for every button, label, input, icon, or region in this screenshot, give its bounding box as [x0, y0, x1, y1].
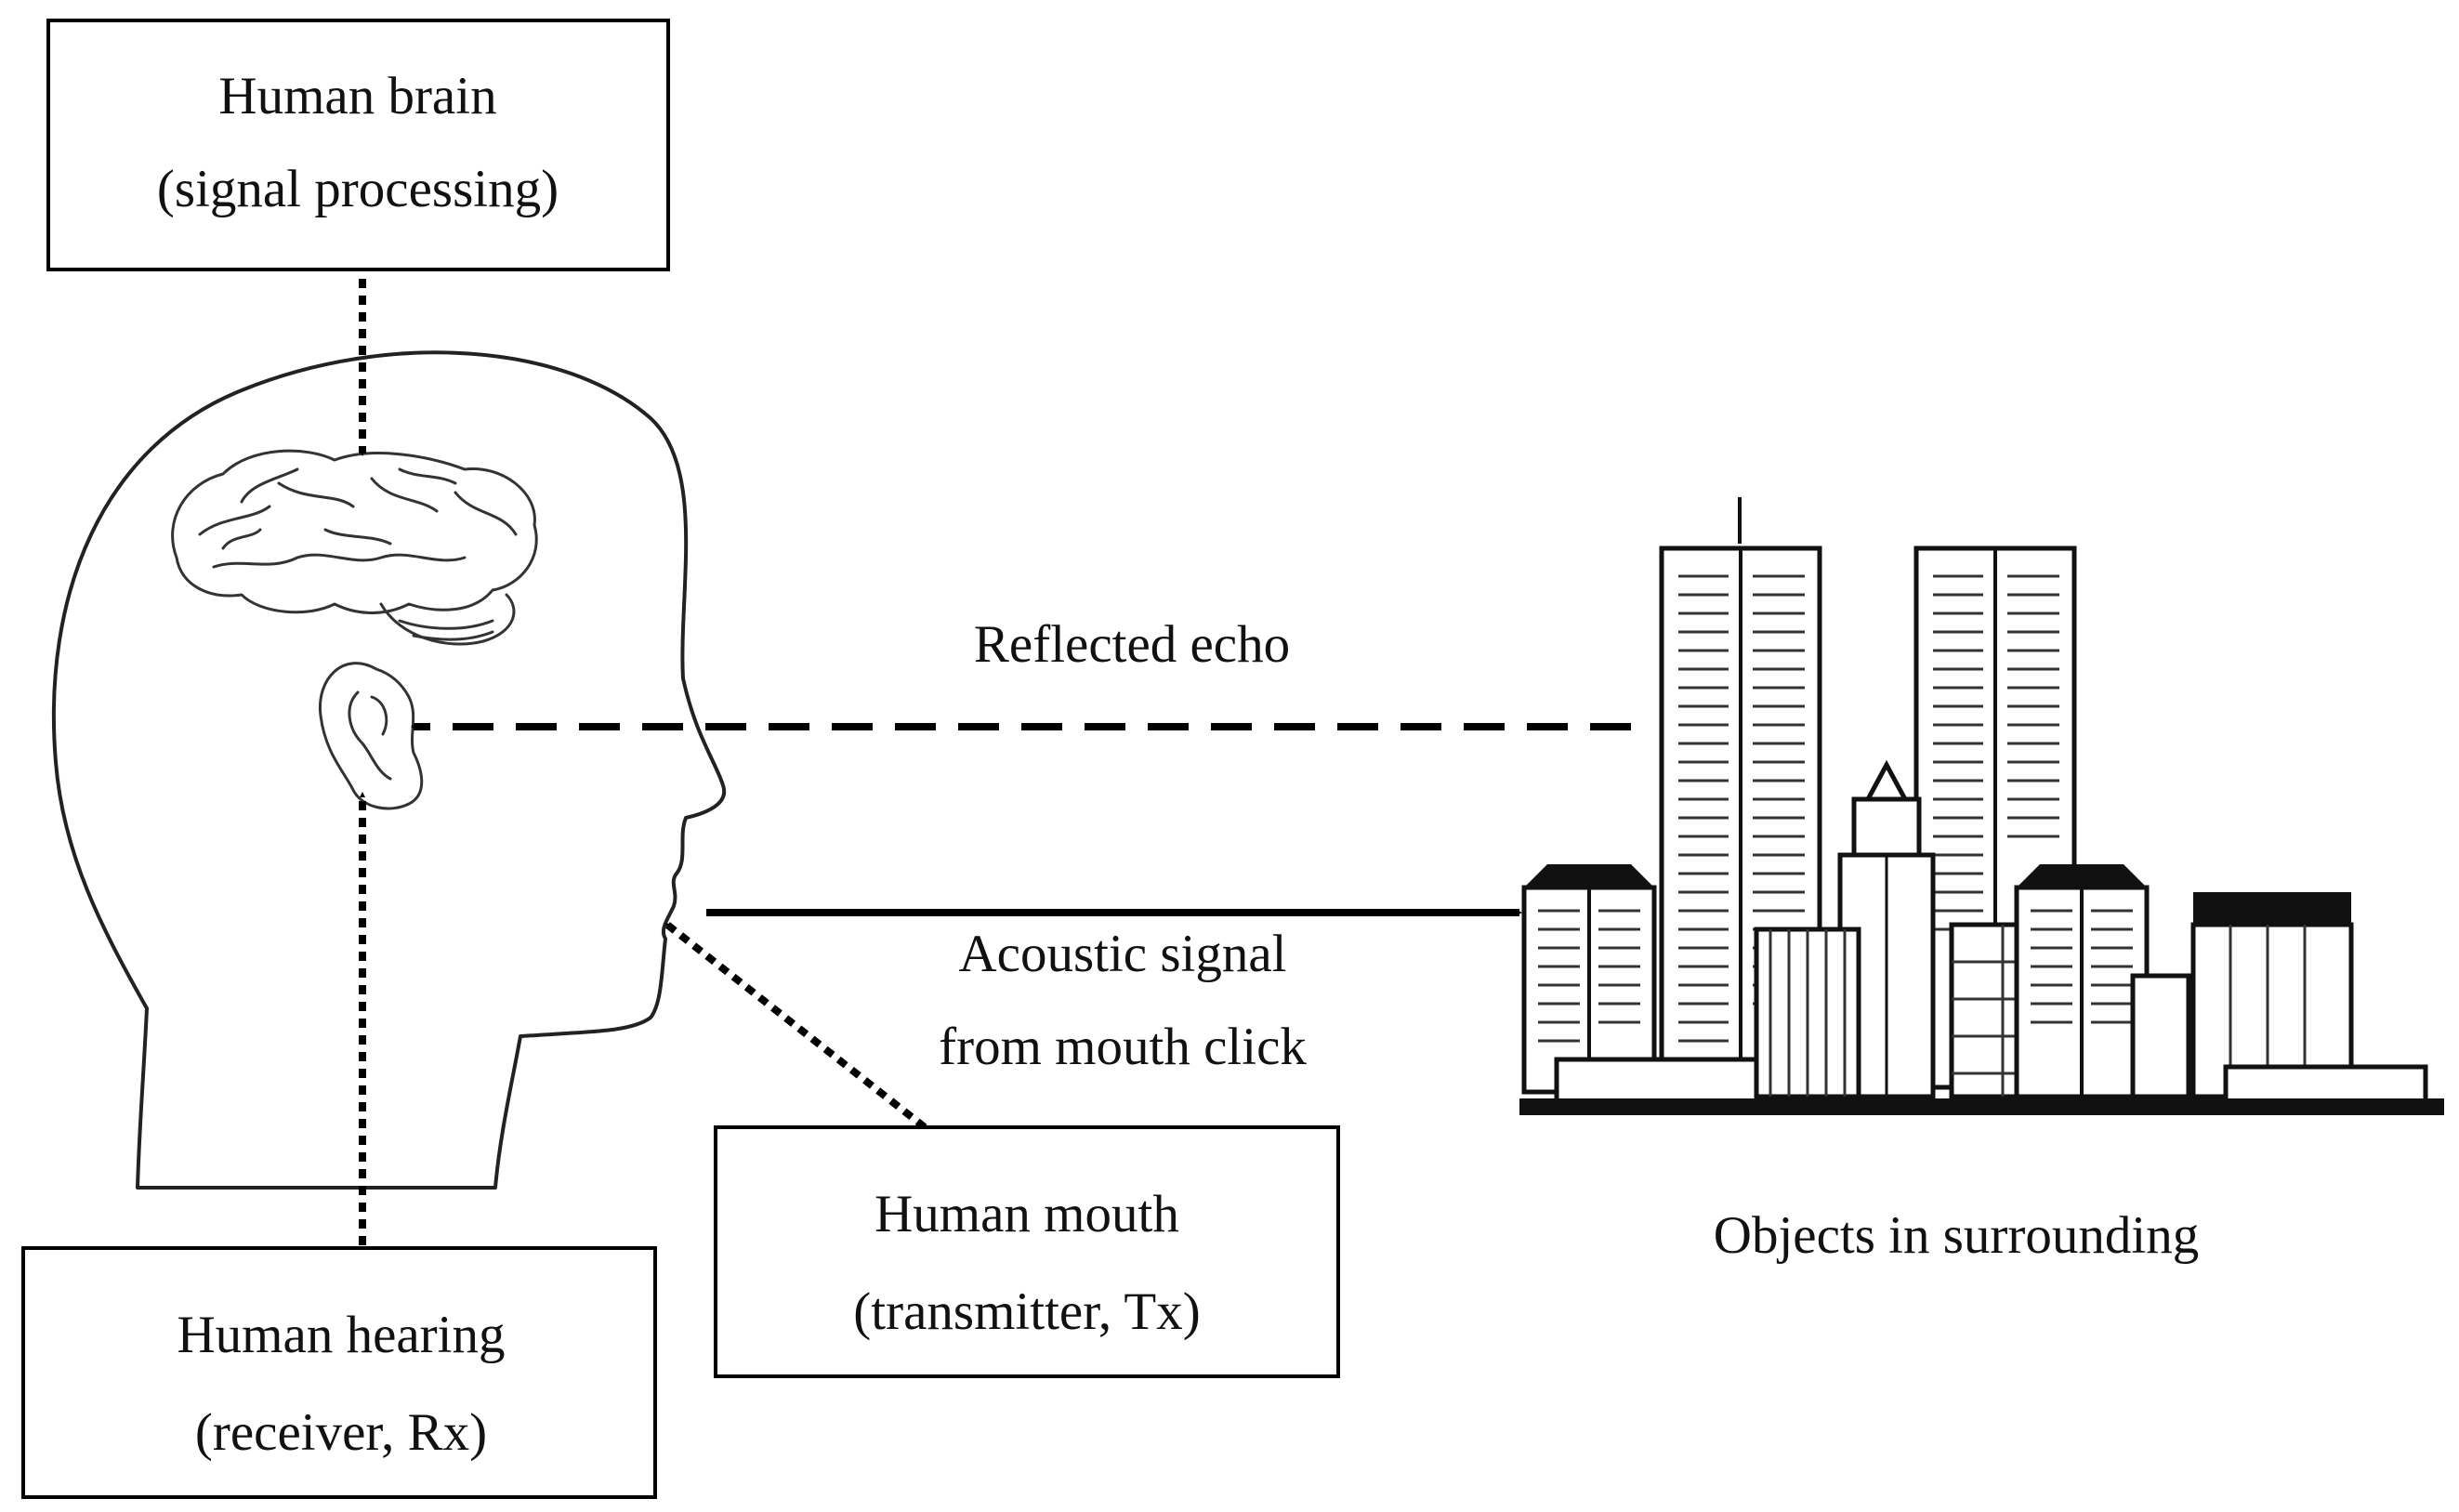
head-outline	[51, 350, 727, 1190]
mouth-box-title: Human mouth	[874, 1185, 1179, 1243]
ear-icon	[318, 662, 424, 810]
brain-box-title: Human brain	[218, 67, 496, 125]
building-right-medium	[2014, 864, 2150, 1099]
mouth-box-subtitle: (transmitter, Tx)	[853, 1282, 1200, 1341]
acoustic-signal-label-line1: Acoustic signal	[958, 925, 1286, 983]
brain-box-subtitle: (signal processing)	[157, 160, 559, 218]
hearing-box-subtitle: (receiver, Rx)	[195, 1403, 487, 1462]
hearing-box: Human hearing (receiver, Rx)	[21, 1246, 657, 1499]
objects-label: Objects in surrounding	[1714, 1206, 2199, 1265]
building-small	[2130, 973, 2191, 1099]
hearing-box-title: Human hearing	[178, 1306, 506, 1364]
building-low-left	[1554, 1057, 1759, 1104]
buildings-illustration	[1519, 497, 2444, 1115]
mouth-to-lips-arrow	[664, 921, 927, 1131]
acoustic-signal-label-line2: from mouth click	[939, 1018, 1307, 1076]
human-head-illustration	[51, 350, 727, 1190]
brain-box: Human brain (signal processing)	[46, 19, 670, 271]
ground-line	[1519, 1098, 2444, 1115]
building-mid-left	[1754, 927, 1861, 1099]
reflected-echo-label: Reflected echo	[974, 615, 1290, 674]
mouth-box: Human mouth (transmitter, Tx)	[714, 1125, 1340, 1378]
building-low-right	[2223, 1064, 2428, 1107]
brain-icon	[171, 449, 538, 646]
